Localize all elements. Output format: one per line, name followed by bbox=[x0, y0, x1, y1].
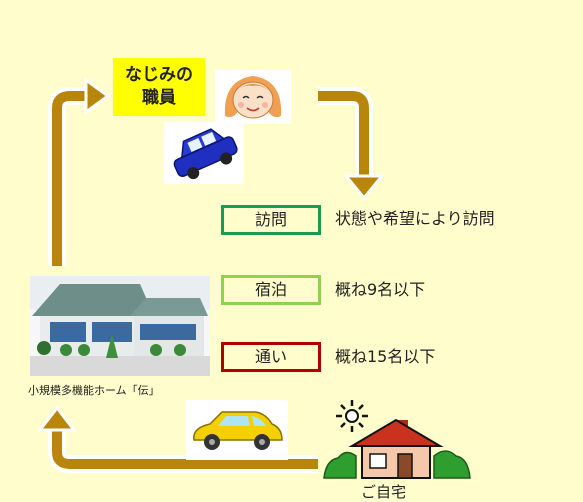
staff-label-line2: 職員 bbox=[142, 88, 176, 108]
service-daycare-description: 概ね15名以下 bbox=[335, 347, 436, 366]
service-stay-description: 概ね9名以下 bbox=[335, 280, 426, 299]
facility-caption: 小規模多機能ホーム「伝」 bbox=[28, 384, 160, 397]
home-caption: ご自宅 bbox=[361, 483, 407, 501]
house-icon bbox=[323, 400, 471, 479]
smiling-staff-icon bbox=[215, 70, 291, 124]
service-visit-description: 状態や希望により訪問 bbox=[335, 209, 495, 228]
service-daycare-label: 通い bbox=[221, 342, 321, 372]
arrow-facility-to-staff bbox=[48, 77, 111, 266]
arrow-staff-to-visit bbox=[318, 87, 386, 201]
staff-label: なじみの 職員 bbox=[113, 58, 205, 116]
service-stay-label: 宿泊 bbox=[221, 275, 321, 305]
yellow-car-icon bbox=[186, 400, 288, 460]
staff-label-line1: なじみの bbox=[125, 65, 193, 85]
care-facility-building-icon bbox=[30, 276, 210, 376]
sun-icon bbox=[336, 400, 368, 432]
blue-car-icon bbox=[164, 122, 244, 184]
service-visit-label: 訪問 bbox=[221, 205, 321, 235]
arrow-home-to-facility bbox=[36, 405, 318, 473]
